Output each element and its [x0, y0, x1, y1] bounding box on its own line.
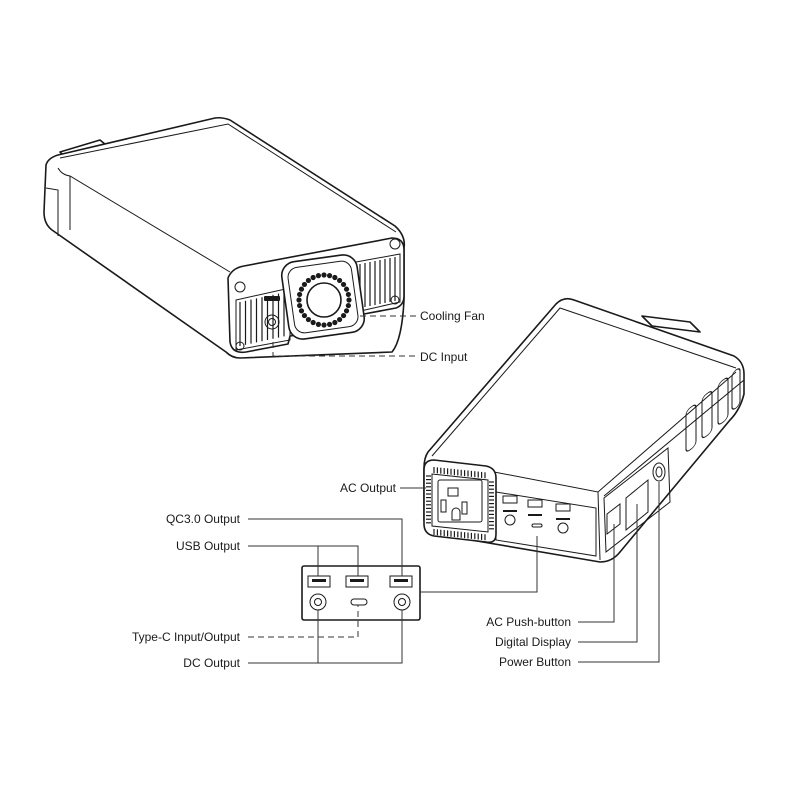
left-vent-grill: [235, 287, 291, 351]
type-c-port: [350, 598, 368, 606]
rear-label-icon: [264, 296, 280, 301]
label-digital-display: Digital Display: [495, 635, 571, 649]
usb-port-front-1: [502, 495, 518, 504]
leader-type-c: [248, 605, 359, 638]
cooling-fan-housing: [280, 254, 366, 340]
port-detail-callout: [301, 536, 538, 621]
label-ac-push-button: AC Push-button: [486, 615, 571, 629]
leader-digital-display: [578, 504, 638, 643]
fan-icon: [306, 282, 342, 318]
leader-ac-push-button: [578, 524, 615, 623]
side-control-panel: [603, 447, 671, 553]
leader-qc3-output: [248, 518, 403, 576]
usb-port-front-3: [555, 503, 571, 512]
label-usb-output: USB Output: [176, 539, 241, 553]
label-dc-output: DC Output: [183, 656, 240, 670]
leader-power-button: [578, 482, 660, 663]
dc-input-port: [264, 314, 280, 330]
usb-port-1: [307, 575, 331, 588]
ac-push-button-icon: [606, 502, 621, 536]
callout-link-line: [420, 536, 538, 593]
device-front-view: [423, 297, 745, 563]
leader-dc-output: [248, 610, 403, 664]
label-qc3-output: QC3.0 Output: [166, 512, 241, 526]
front-handle: [641, 315, 701, 333]
label-power-button: Power Button: [499, 655, 571, 669]
label-ac-output: AC Output: [340, 481, 397, 495]
side-vents: [685, 368, 741, 452]
digital-display-screen: [625, 478, 649, 532]
label-cooling-fan: Cooling Fan: [420, 309, 485, 323]
power-button-icon: [652, 462, 666, 482]
usb-port-2: [345, 575, 369, 588]
ac-outlet: [423, 459, 497, 544]
leader-dc-input: [272, 342, 416, 357]
label-type-c: Type-C Input/Output: [132, 630, 241, 644]
device-rear-view: [43, 116, 406, 359]
usb-port-front-2: [527, 499, 543, 508]
label-dc-input: DC Input: [420, 350, 468, 364]
front-port-panel: [495, 491, 597, 557]
qc3-port: [389, 575, 413, 588]
leader-usb-output: [248, 545, 359, 576]
